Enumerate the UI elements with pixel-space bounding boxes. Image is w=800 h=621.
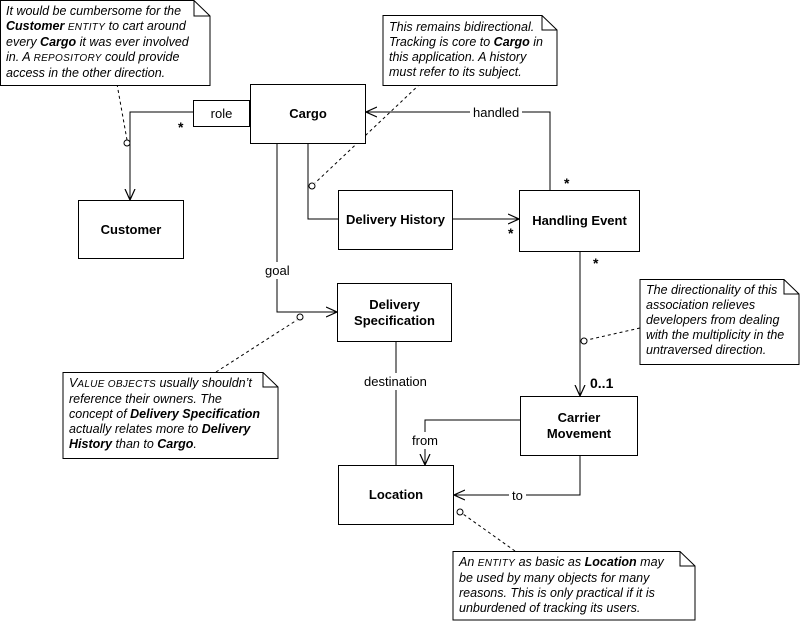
note-customer: It would be cumbersome for the Customer … bbox=[0, 0, 210, 86]
class-customer[interactable]: Customer bbox=[78, 200, 184, 259]
class-delivery-specification-line2: Specification bbox=[354, 312, 435, 328]
note-directionality-text: developers from dealing bbox=[646, 313, 780, 327]
note-value-objects-bold: History bbox=[69, 437, 113, 451]
label-role: role bbox=[193, 100, 250, 127]
class-handling-event-name: Handling Event bbox=[532, 213, 627, 228]
note-value-objects-smallcaps: ALUE OBJECTS bbox=[77, 379, 156, 390]
note-directionality-text: untraversed direction. bbox=[646, 343, 767, 357]
note-value-objects-text: than to bbox=[112, 437, 158, 451]
class-cargo-name: Cargo bbox=[289, 106, 327, 121]
association-from bbox=[425, 419, 520, 465]
label-destination: destination bbox=[363, 373, 428, 390]
class-customer-name: Customer bbox=[100, 221, 162, 237]
note-value-objects-text: actually relates more to bbox=[69, 422, 202, 436]
note-value-objects-bold: Delivery Specification bbox=[130, 407, 261, 421]
class-delivery-history[interactable]: Delivery History bbox=[338, 190, 453, 250]
note-location: An ENTITY as basic as Location may be us… bbox=[453, 551, 695, 620]
label-handled: handled bbox=[470, 105, 523, 120]
class-delivery-history-name: Delivery History bbox=[346, 212, 445, 227]
class-location[interactable]: Location bbox=[338, 465, 454, 525]
association-handled bbox=[366, 112, 551, 190]
class-carrier-movement-line1: Carrier bbox=[557, 410, 601, 425]
class-carrier-movement-line2: Movement bbox=[546, 426, 612, 441]
note-anchor-location-end bbox=[456, 508, 464, 516]
note-customer-text: could provide bbox=[101, 50, 180, 64]
association-to bbox=[454, 456, 581, 495]
note-bidirectional-bold: Cargo bbox=[493, 35, 530, 49]
note-customer-smallcaps: ENTITY bbox=[67, 22, 106, 33]
note-value-objects-text: V bbox=[69, 376, 78, 390]
class-handling-event[interactable]: Handling Event bbox=[519, 190, 640, 252]
note-anchor-bidirectional bbox=[314, 83, 421, 184]
association-cargo-delivery-history bbox=[307, 143, 338, 220]
note-location-text: as basic as bbox=[515, 555, 585, 569]
note-value-objects-bold: Cargo bbox=[157, 437, 194, 451]
note-customer-smallcaps: REPOSITORY bbox=[33, 53, 102, 64]
note-value-objects-text: usually shouldn’t bbox=[155, 376, 252, 390]
note-bidirectional-text: Tracking is core to bbox=[389, 35, 494, 49]
note-bidirectional: This remains bidirectional. Tracking is … bbox=[383, 15, 557, 86]
note-bidirectional-text: This remains bidirectional. bbox=[389, 20, 535, 34]
note-bidirectional-text: this application. A history bbox=[389, 50, 527, 64]
mult-carrier-movement-top: 0..1 bbox=[590, 375, 614, 391]
note-bidirectional-text: in bbox=[529, 35, 543, 49]
label-from: from bbox=[411, 432, 439, 449]
note-shape-directionality bbox=[639, 279, 800, 365]
note-customer-text: It would be cumbersome for the bbox=[6, 4, 182, 18]
label-to: to bbox=[509, 488, 526, 503]
note-customer-text: to cart around bbox=[105, 19, 186, 33]
note-anchor-directionality-end bbox=[580, 337, 588, 345]
note-directionality-text: with the multiplicity in the bbox=[646, 328, 785, 342]
mult-handling-event-bottom: * bbox=[593, 255, 599, 271]
class-location-name: Location bbox=[368, 487, 424, 502]
note-customer-text: access in the other direction. bbox=[6, 66, 166, 80]
note-value-objects: VALUE OBJECTS usually shouldn’t referenc… bbox=[63, 372, 278, 459]
note-anchor-directionality bbox=[586, 327, 641, 341]
note-anchor-customer bbox=[116, 83, 128, 141]
note-value-objects-bold: Delivery bbox=[201, 422, 251, 436]
note-customer-text: in. A bbox=[6, 50, 34, 64]
note-location-text: may bbox=[636, 555, 664, 569]
note-anchor-value-objects bbox=[215, 319, 298, 373]
class-cargo[interactable]: Cargo bbox=[250, 84, 366, 144]
note-value-objects-text: reference their owners. The bbox=[69, 392, 222, 406]
association-goal bbox=[276, 143, 337, 312]
class-delivery-specification[interactable]: Delivery Specification bbox=[337, 283, 452, 342]
label-goal: goal bbox=[264, 262, 291, 279]
mult-handling-event-left: * bbox=[508, 225, 514, 241]
note-customer-bold: Cargo bbox=[40, 35, 77, 49]
note-customer-text: every bbox=[6, 35, 41, 49]
note-shape-location bbox=[452, 551, 696, 621]
note-directionality-text: association relieves bbox=[646, 298, 756, 312]
note-value-objects-text: . bbox=[193, 437, 197, 451]
note-shape-value-objects bbox=[62, 372, 279, 459]
mult-handling-event-top: * bbox=[564, 175, 570, 191]
note-location-text: be used by many objects for many bbox=[459, 571, 650, 585]
note-location-text: reasons. This is only practical if it is bbox=[459, 586, 655, 600]
note-anchor-bidirectional-end bbox=[308, 182, 316, 190]
note-bidirectional-text: must refer to its subject. bbox=[389, 65, 522, 79]
note-anchor-customer-end bbox=[123, 139, 131, 147]
note-anchor-value-objects-end bbox=[296, 313, 304, 321]
note-directionality-text: The directionality of this bbox=[646, 283, 778, 297]
note-shape-bidirectional bbox=[382, 15, 558, 86]
note-location-smallcaps: ENTITY bbox=[477, 558, 516, 569]
class-delivery-specification-line1: Delivery bbox=[369, 296, 420, 312]
note-anchor-location bbox=[462, 513, 516, 552]
note-customer-text: it was ever involved bbox=[76, 35, 189, 49]
note-directionality: The directionality of this association r… bbox=[640, 279, 799, 365]
note-shape-customer bbox=[0, 0, 211, 86]
note-location-text: unburdened of tracking its users. bbox=[459, 601, 641, 615]
mult-cargo-customer: * bbox=[178, 119, 184, 135]
note-customer-bold: Customer bbox=[6, 19, 65, 33]
note-location-text: An bbox=[459, 555, 478, 569]
class-carrier-movement[interactable]: Carrier Movement bbox=[520, 396, 638, 456]
note-location-bold: Location bbox=[584, 555, 637, 569]
note-value-objects-text: concept of bbox=[69, 407, 131, 421]
label-role-text: role bbox=[210, 106, 233, 121]
